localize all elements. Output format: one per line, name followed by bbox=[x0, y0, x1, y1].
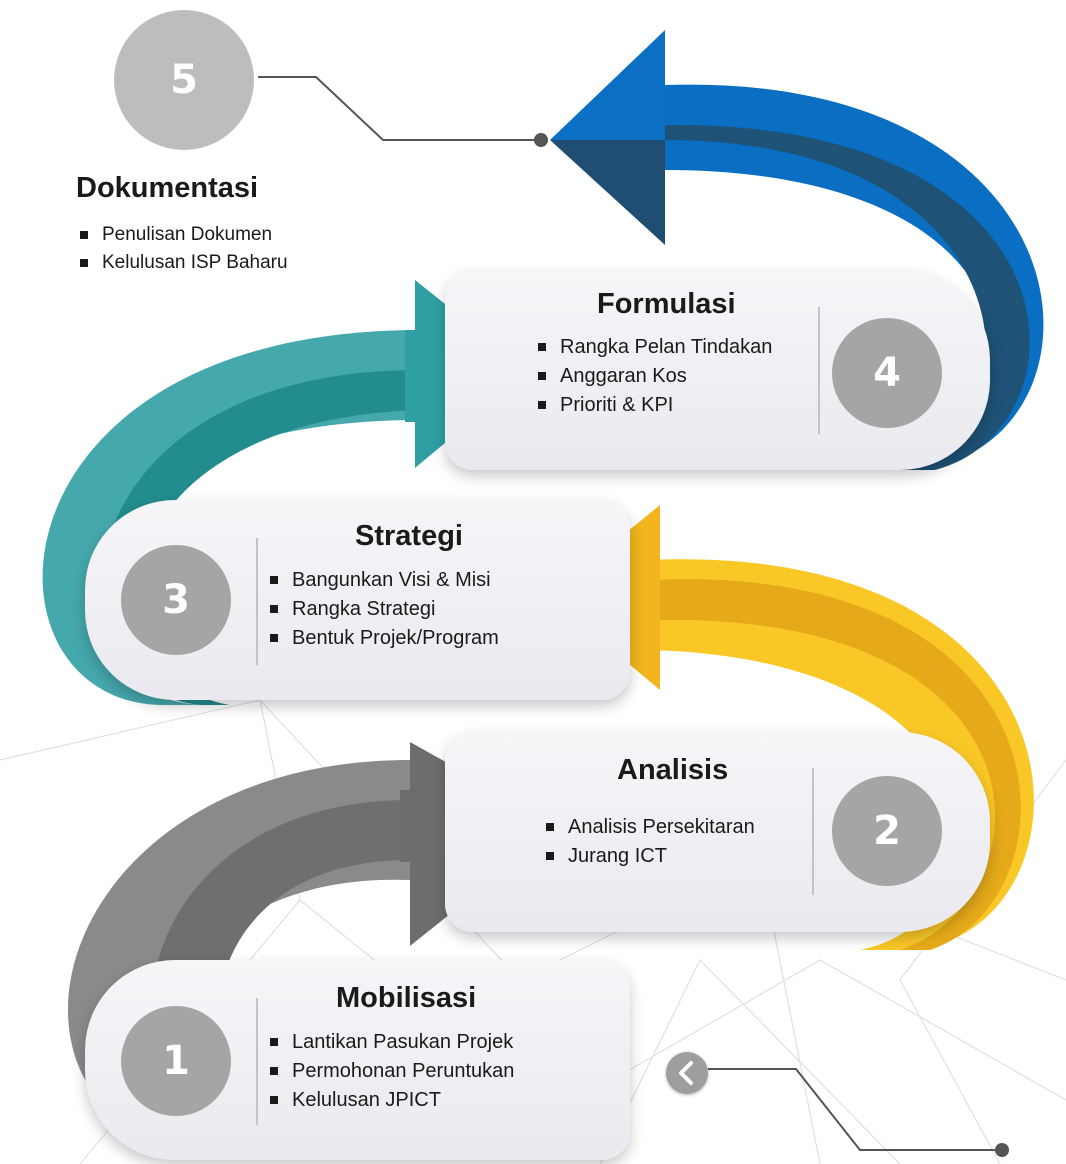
list-item: Anggaran Kos bbox=[538, 362, 772, 391]
yellow-ribbon-inner bbox=[650, 579, 1021, 950]
stage-4-badge: 4 bbox=[832, 318, 942, 428]
list-item: Permohonan Peruntukan bbox=[270, 1057, 514, 1086]
list-item: Rangka Pelan Tindakan bbox=[538, 333, 772, 362]
chevron-left-icon bbox=[679, 1061, 693, 1085]
back-button[interactable] bbox=[666, 1052, 708, 1094]
stage-2-badge: 2 bbox=[832, 776, 942, 886]
blue-arrowhead-top bbox=[550, 30, 665, 140]
connector-lines bbox=[258, 76, 1002, 1151]
stage-4-list: Rangka Pelan Tindakan Anggaran Kos Prior… bbox=[538, 333, 772, 420]
stage-2-divider bbox=[812, 768, 814, 895]
list-item: Analisis Persekitaran bbox=[546, 813, 755, 842]
stage-5-list: Penulisan Dokumen Kelulusan ISP Baharu bbox=[80, 221, 288, 277]
stage-3-list: Bangunkan Visi & Misi Rangka Strategi Be… bbox=[270, 566, 499, 653]
blue-arrow bbox=[550, 30, 1044, 470]
stage-3-badge: 3 bbox=[121, 545, 231, 655]
list-item: Kelulusan JPICT bbox=[270, 1086, 514, 1115]
list-item: Kelulusan ISP Baharu bbox=[80, 249, 288, 277]
stage-3-divider bbox=[256, 538, 258, 665]
connector-dot-bottom bbox=[995, 1143, 1009, 1157]
blue-ribbon-outer bbox=[665, 84, 1044, 470]
stage-2-list: Analisis Persekitaran Jurang ICT bbox=[546, 813, 755, 871]
stage-5-title: Dokumentasi bbox=[76, 172, 259, 204]
blue-arrowhead-bottom bbox=[550, 140, 665, 245]
stage-5-badge: 5 bbox=[114, 10, 254, 150]
list-item: Bentuk Projek/Program bbox=[270, 624, 499, 653]
list-item: Prioriti & KPI bbox=[538, 391, 772, 420]
teal-ribbon-outer bbox=[42, 330, 420, 705]
stage-1-badge: 1 bbox=[121, 1006, 231, 1116]
list-item: Lantikan Pasukan Projek bbox=[270, 1028, 514, 1057]
list-item: Jurang ICT bbox=[546, 842, 755, 871]
blue-ribbon-inner bbox=[665, 124, 1030, 470]
list-item: Penulisan Dokumen bbox=[80, 221, 288, 249]
list-item: Rangka Strategi bbox=[270, 595, 499, 624]
stage-2-title: Analisis bbox=[617, 754, 729, 786]
connector-dot-top bbox=[534, 133, 548, 147]
stage-4-title: Formulasi bbox=[597, 288, 736, 320]
teal-ribbon-inner bbox=[101, 370, 420, 705]
stage-1-divider bbox=[256, 998, 258, 1125]
stage-3-title: Strategi bbox=[355, 520, 463, 552]
stage-1-title: Mobilisasi bbox=[336, 982, 477, 1014]
list-item: Bangunkan Visi & Misi bbox=[270, 566, 499, 595]
stage-1-list: Lantikan Pasukan Projek Permohonan Perun… bbox=[270, 1028, 514, 1115]
stage-4-divider bbox=[818, 307, 820, 434]
